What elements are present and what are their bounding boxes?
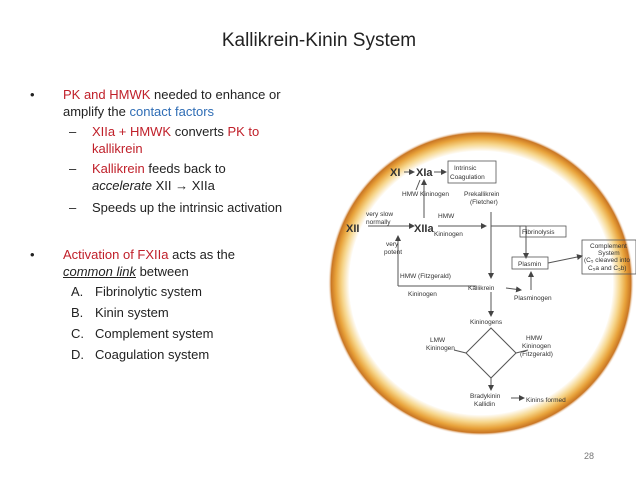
intrinsic-label: Intrinsic: [454, 165, 477, 172]
kininogen-fitzgerald-label: Kininogen: [408, 291, 437, 298]
bullet1-line1-rest: needed to enhance or: [150, 87, 281, 102]
list-letter: B.: [71, 305, 84, 320]
list-item-text: Kinin system: [95, 305, 169, 320]
hmw-k2-kininogen-label: Kininogen: [522, 343, 551, 350]
very-slow-label: very slow: [366, 211, 393, 218]
xiia-result-text: XIIa: [188, 178, 215, 193]
pk-to-text: PK to: [227, 124, 260, 139]
activation-fxiia-text: Activation of FXIIa: [63, 247, 169, 262]
hmw-kininogen-top: HMW Kininogen: [402, 191, 449, 198]
page-number: 28: [584, 451, 595, 461]
kininogens-label: Kininogens: [470, 319, 503, 326]
slide-content: • PK and HMWK needed to enhance or ampli…: [30, 86, 330, 363]
list-item: A. Fibrinolytic system: [30, 283, 330, 300]
system-label: System: [598, 250, 620, 257]
kallikrein-diagram-svg: XI XIa Intrinsic Coagulation HMW Kininog…: [328, 130, 637, 436]
xii-text: XII: [151, 178, 176, 193]
sub-bullet-dash: –: [69, 200, 77, 215]
accelerate-text: accelerate: [92, 178, 152, 193]
converts-text: converts: [171, 124, 228, 139]
bullet-dot: •: [30, 87, 35, 102]
xi-label: XI: [390, 167, 400, 179]
sub-bullet-kallikrein: – Kallikrein feeds back to accelerate XI…: [30, 160, 330, 194]
sub-bullet-dash: –: [69, 124, 77, 139]
coagulation-label: Coagulation: [450, 174, 485, 181]
kallikrein-feedback-text: Kallikrein: [92, 161, 145, 176]
hmw-k2-fitzgerald-label: (Fitzgerald): [520, 351, 553, 358]
c5-cleaved-label: (C₅ cleaved into: [584, 257, 630, 264]
list-letter: D.: [71, 347, 84, 362]
plasminogen-label: Plasminogen: [514, 295, 552, 302]
list-item-text: Fibrinolytic system: [95, 284, 202, 299]
right-arrow-icon: →: [175, 178, 189, 193]
fibrinolysis-label: Fibrinolysis: [522, 229, 555, 236]
xia-label: XIa: [416, 167, 433, 179]
bullet-dot: •: [30, 247, 35, 262]
list-letter: A.: [71, 284, 84, 299]
hmw-label: HMW: [438, 213, 455, 220]
fletcher-label: (Fletcher): [470, 199, 498, 206]
list-item-text: Complement system: [95, 326, 214, 341]
hmw-k2-label: HMW: [526, 335, 543, 342]
list-item: C. Complement system: [30, 325, 330, 342]
lmw-kininogen-label: Kininogen: [426, 345, 455, 352]
sub-bullet-dash: –: [69, 161, 77, 176]
very-label: very: [386, 241, 399, 248]
hmw-fitzgerald-label: HMW (Fitzgerald): [400, 273, 451, 280]
kininogen-label: Kininogen: [434, 231, 463, 238]
prekallikrein-label: Prekallikrein: [464, 191, 500, 198]
list-item-text: Coagulation system: [95, 347, 210, 362]
list-item: B. Kinin system: [30, 304, 330, 321]
kallikrein-text: kallikrein: [92, 141, 143, 156]
bullet-activation: • Activation of FXIIa acts as the common…: [30, 246, 330, 280]
sub-bullet-speeds-up: – Speeds up the intrinsic activation: [30, 199, 330, 216]
plasmin-label: Plasmin: [518, 261, 542, 268]
pk-hmwk-text: PK and HMWK: [63, 87, 151, 102]
list-item: D. Coagulation system: [30, 346, 330, 363]
xiia-hmwk-text: XIIa + HMWK: [92, 124, 172, 139]
common-link-text: common link: [63, 264, 136, 279]
slide-title: Kallikrein-Kinin System: [221, 30, 417, 51]
kallidin-label: Kallidin: [474, 401, 495, 408]
list-letter: C.: [71, 326, 84, 341]
kallikrein-label: Kallikrein: [468, 285, 495, 292]
kallikrein-diagram-image: XI XIa Intrinsic Coagulation HMW Kininog…: [326, 128, 637, 438]
bullet2-line1-rest: acts as the: [168, 247, 235, 262]
contact-factors-text: contact factors: [129, 104, 215, 119]
bullet-pk-hmwk: • PK and HMWK needed to enhance or ampli…: [30, 86, 330, 120]
xii-label: XII: [346, 223, 359, 235]
c5a-c5b-label: C₅a and C₅b): [588, 265, 626, 272]
complement-label: Complement: [590, 243, 627, 250]
between-text: between: [135, 264, 189, 279]
sub-bullet-xiia: – XIIa + HMWK converts PK to kallikrein: [30, 123, 330, 157]
speeds-up-text: Speeds up the intrinsic activation: [92, 200, 283, 215]
normally-label: normally: [366, 219, 391, 226]
xiia-label: XIIa: [414, 223, 434, 235]
bullet1-line2-plain: amplify the: [63, 104, 130, 119]
feeds-back-text: feeds back to: [144, 161, 226, 176]
bradykinin-label: Bradykinin: [470, 393, 501, 400]
lmw-label: LMW: [430, 337, 446, 344]
potent-label: potent: [384, 249, 402, 256]
kinins-formed-label: Kinins formed: [526, 397, 566, 404]
